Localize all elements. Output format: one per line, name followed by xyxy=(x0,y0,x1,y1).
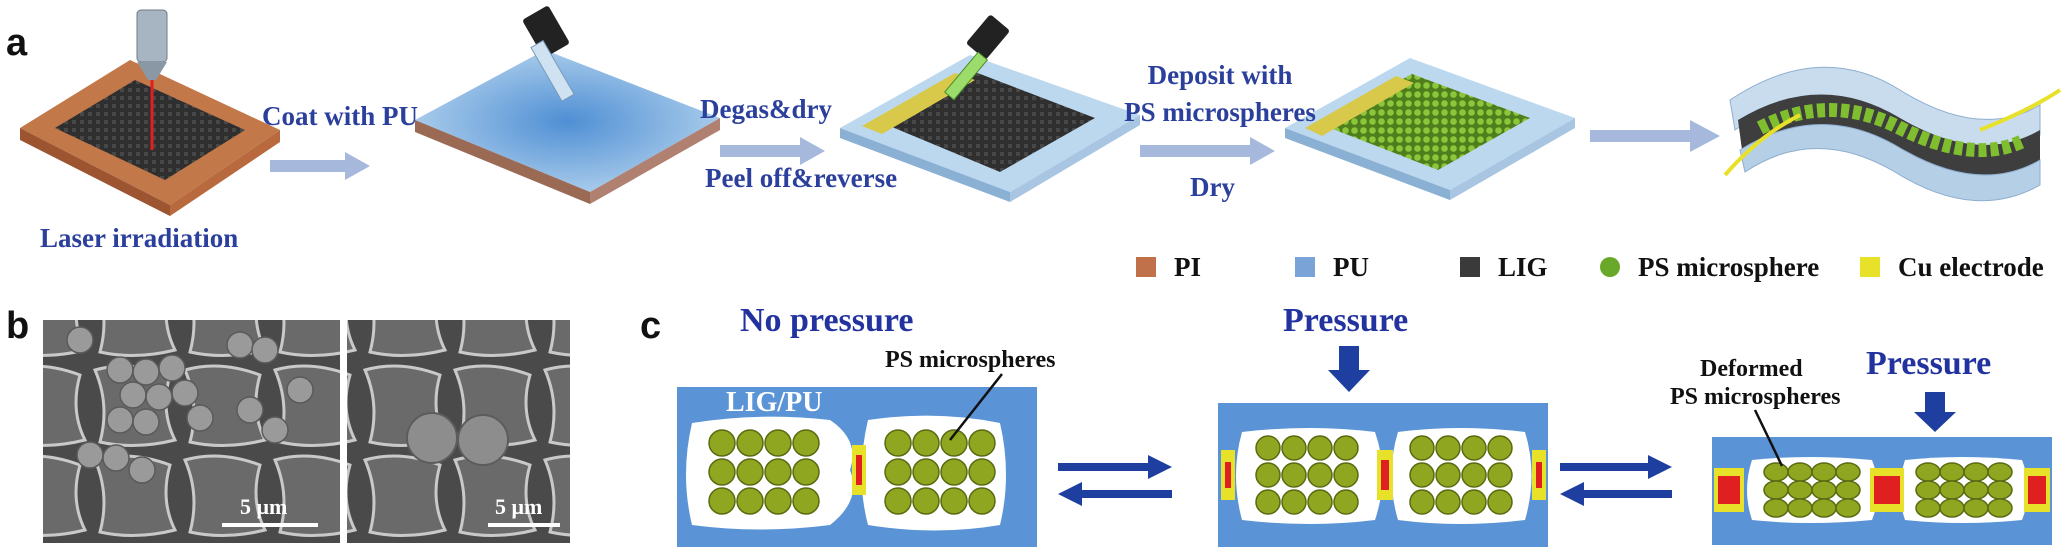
sem-image-left xyxy=(43,320,340,543)
legend-item-cu-electrode: Cu electrode xyxy=(1860,247,2044,287)
state-pressure xyxy=(1218,346,1548,547)
legend-swatch xyxy=(1136,257,1156,277)
step-degas-dry: Degas&dry xyxy=(700,94,832,124)
legend-item-ps-microsphere: PS microsphere xyxy=(1600,247,1819,287)
legend-swatch xyxy=(1460,257,1480,277)
process-arrow xyxy=(1140,137,1275,165)
legend-swatch xyxy=(1295,257,1315,277)
state3-title: Pressure xyxy=(1866,345,1992,382)
scale-bar-label-right: 5 μm xyxy=(495,494,543,519)
process-arrow xyxy=(1590,120,1720,152)
state-no-pressure xyxy=(677,373,1037,547)
sphere-cluster xyxy=(1255,435,1513,515)
process-arrow xyxy=(720,137,825,165)
flexible-device-illustration xyxy=(1723,66,2062,202)
legend-swatch xyxy=(1860,257,1880,277)
pu-coating-illustration xyxy=(415,6,720,204)
peeled-lig-pu-illustration xyxy=(840,15,1140,202)
panel-letter-b: b xyxy=(6,305,30,347)
label-ps-microspheres: PS microspheres xyxy=(885,347,1056,373)
reversible-arrow xyxy=(1560,455,1672,506)
legend-item-lig: LIG xyxy=(1460,247,1548,287)
reversible-arrow xyxy=(1058,455,1172,506)
label-deformed-line1: Deformed xyxy=(1700,356,1803,382)
legend-swatch xyxy=(1600,257,1620,277)
deformed-sphere-cluster xyxy=(1763,462,2013,518)
state1-title: No pressure xyxy=(740,302,914,339)
label-deformed-line2: PS microspheres xyxy=(1670,384,1841,410)
sphere-cluster xyxy=(708,429,996,515)
state-high-pressure xyxy=(1712,392,2052,545)
legend-label: LIG xyxy=(1498,251,1548,282)
step-deposit-line2: PS microspheres xyxy=(1124,97,1316,127)
panel-letter-c: c xyxy=(640,305,662,347)
legend-item-pi: PI xyxy=(1136,247,1201,287)
legend-item-pu: PU xyxy=(1295,247,1369,287)
step-coat-pu: Coat with PU xyxy=(262,101,418,131)
legend-label: Cu electrode xyxy=(1898,251,2044,282)
process-arrow xyxy=(270,152,370,180)
step-peel-off-reverse: Peel off&reverse xyxy=(705,163,898,193)
scale-bar-label-left: 5 μm xyxy=(240,494,288,519)
legend-label: PS microsphere xyxy=(1638,251,1820,282)
step-dry: Dry xyxy=(1190,172,1235,202)
state2-title: Pressure xyxy=(1283,302,1409,339)
step-deposit-line1: Deposit with xyxy=(1147,60,1293,90)
label-lig-pu: LIG/PU xyxy=(726,387,823,418)
legend: PI PU LIG PS microsphere Cu electrode xyxy=(1120,247,2060,287)
legend-label: PU xyxy=(1333,251,1369,282)
step-laser-irradiation: Laser irradiation xyxy=(40,223,239,253)
deposited-spheres-illustration xyxy=(1285,58,1575,200)
legend-label: PI xyxy=(1174,251,1201,282)
laser-irradiation-illustration xyxy=(20,9,280,216)
panel-letter-a: a xyxy=(6,22,28,64)
sem-image-right xyxy=(347,320,570,543)
